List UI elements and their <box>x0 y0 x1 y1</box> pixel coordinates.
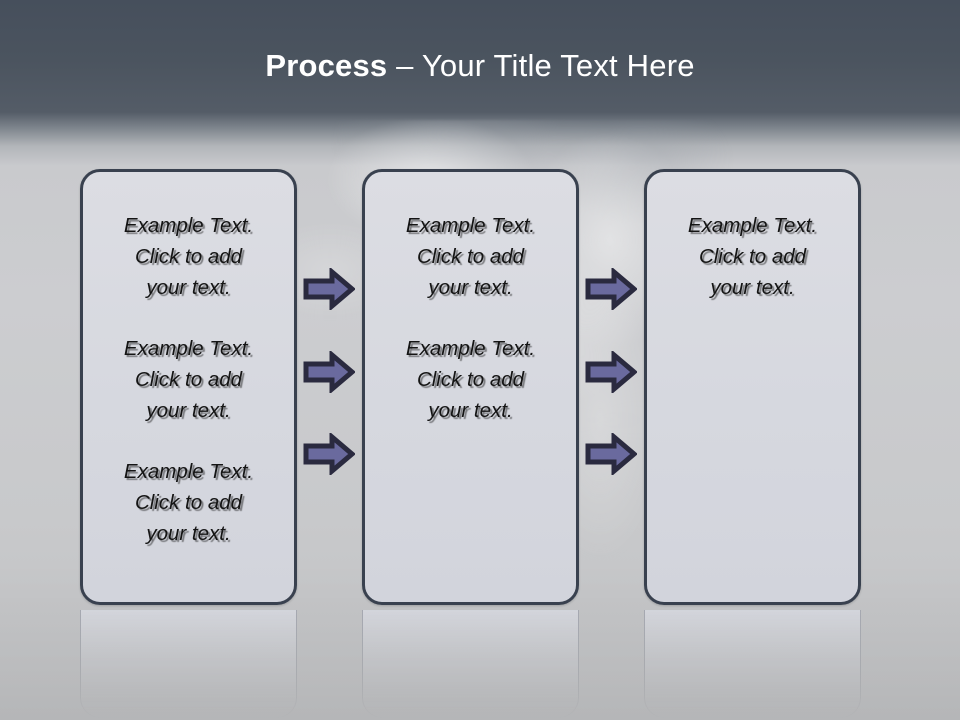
process-box-1[interactable]: Example Text. Click to add your text. Ex… <box>80 169 297 605</box>
slide-title-strong: Process <box>265 48 388 83</box>
right-arrow-icon[interactable] <box>303 433 355 475</box>
process-box-2-content: Example Text. Click to add your text. Ex… <box>377 210 564 426</box>
right-arrow-icon[interactable] <box>585 433 637 475</box>
right-arrow-icon[interactable] <box>303 268 355 310</box>
text-placeholder-2-2[interactable]: Example Text. Click to add your text. <box>405 337 536 422</box>
text-placeholder-3-1[interactable]: Example Text. Click to add your text. <box>687 214 818 299</box>
process-box-3[interactable]: Example Text. Click to add your text. <box>644 169 861 605</box>
text-placeholder-1-1[interactable]: Example Text. Click to add your text. <box>123 214 254 299</box>
text-placeholder-1-2[interactable]: Example Text. Click to add your text. <box>123 337 254 422</box>
box-reflection-3 <box>644 610 861 718</box>
process-box-1-content: Example Text. Click to add your text. Ex… <box>95 210 282 549</box>
box-reflection-1 <box>80 610 297 718</box>
right-arrow-icon[interactable] <box>303 351 355 393</box>
text-placeholder-2-1[interactable]: Example Text. Click to add your text. <box>405 214 536 299</box>
process-box-3-content: Example Text. Click to add your text. <box>659 210 846 303</box>
slide-title-rest: – Your Title Text Here <box>387 48 695 83</box>
slide-title[interactable]: Process – Your Title Text Here <box>0 48 960 84</box>
right-arrow-icon[interactable] <box>585 351 637 393</box>
box-reflection-2 <box>362 610 579 718</box>
text-placeholder-1-3[interactable]: Example Text. Click to add your text. <box>123 460 254 545</box>
right-arrow-icon[interactable] <box>585 268 637 310</box>
process-box-2[interactable]: Example Text. Click to add your text. Ex… <box>362 169 579 605</box>
